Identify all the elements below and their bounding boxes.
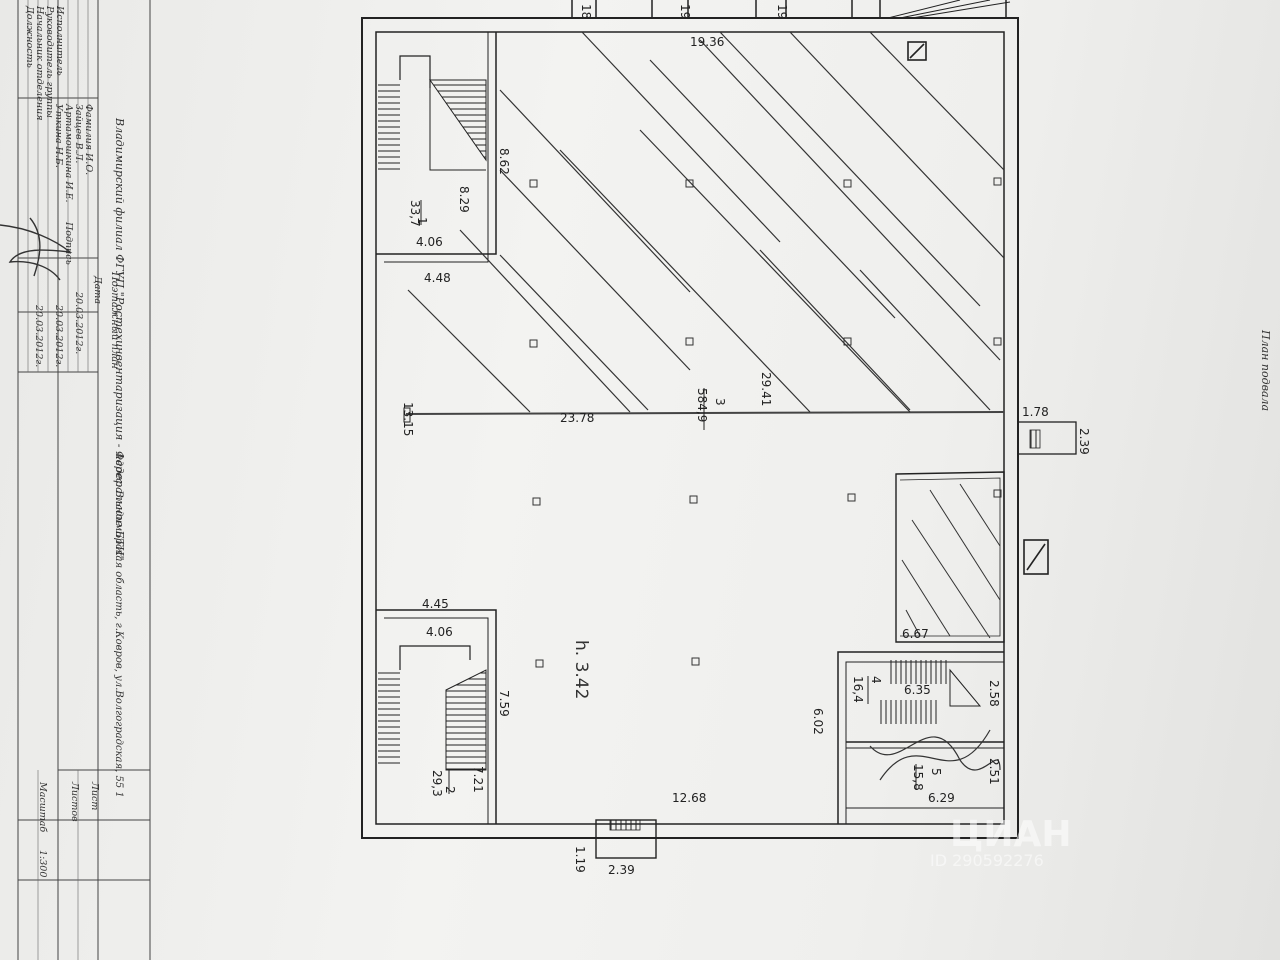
stamp-row1-date: 20.03.2012г. [73, 291, 84, 354]
signature-scribble [0, 217, 73, 281]
dim-7-59: 7.59 [497, 690, 511, 717]
room-3-area: 584,9 [695, 388, 709, 422]
dim-13-15: 13.15 [401, 402, 415, 436]
room-4-stair: 4 16,4 [837, 651, 1004, 824]
room-2-stair: 2 29,3 [376, 609, 497, 824]
room-5-area: 15,8 [911, 764, 925, 791]
dim-top-2: 19 [678, 4, 692, 19]
stamp-header-date: Дата [92, 275, 103, 304]
stamp-plan-type: Поэтажный план [109, 271, 120, 369]
stamp-row2-date: 20.03.2012г. [53, 304, 64, 367]
stamp-row3-position: Исполнитель [54, 5, 65, 76]
room-3-hall: 3 584,9 h. 3.42 [403, 31, 1005, 699]
dim-6-35: 6.35 [904, 683, 931, 697]
dim-23-78: 23.78 [560, 411, 594, 425]
drawing-title: План подвала [1259, 329, 1272, 411]
stamp-row3-name: Уткина Н.Б. [53, 104, 64, 168]
stamp-header-position: Должность [24, 5, 35, 68]
room-1-number: 1 [415, 217, 429, 225]
stamp-header-sign: Подпись [63, 221, 74, 265]
dim-2-51: 2.51 [987, 758, 1001, 785]
dim-6-29: 6.29 [928, 791, 955, 805]
room-3-number: 3 [713, 398, 727, 406]
stamp-address: Адрес: Владимирская область, г.Ковров, у… [113, 451, 124, 798]
room-2-number: 2 [443, 786, 457, 794]
room-4-area: 16,4 [851, 676, 865, 703]
dim-4-45: 4.45 [422, 597, 449, 611]
stamp-row2-name: Артамошкина И.Е. [63, 103, 74, 203]
right-enclosure [895, 421, 1077, 643]
dim-1-19: 1.19 [573, 846, 587, 873]
stamp-organization: Владимирский филиал ФГУП "Ростехинвентар… [113, 117, 126, 561]
bottom-entrance [595, 819, 657, 859]
dim-8-62: 8.62 [497, 148, 511, 175]
room-1-stair: 1 33,7 [376, 32, 497, 263]
dim-7-21: 7.21 [471, 766, 485, 793]
dim-4-06-top: 4.06 [416, 235, 443, 249]
watermark: ЦИАН ID 290592276 [930, 814, 1072, 870]
dim-2-39-bottom: 2.39 [608, 863, 635, 877]
stamp-header-name: Фамилия И.О. [83, 104, 94, 175]
dim-top-3: 19 [775, 4, 789, 19]
stamp-sheets-label: Листов [69, 781, 80, 822]
room-5-number: 5 [929, 768, 943, 776]
dim-4-48: 4.48 [424, 271, 451, 285]
dim-6-67: 6.67 [902, 627, 929, 641]
watermark-id: ID 290592276 [930, 851, 1044, 870]
dim-8-29: 8.29 [457, 186, 471, 213]
dim-1-78: 1.78 [1022, 405, 1049, 419]
stamp-row1-position: Начальник отделения [34, 5, 45, 121]
dim-29-41: 29.41 [759, 372, 773, 406]
watermark-brand: ЦИАН [950, 814, 1072, 855]
room-5: 5 15,8 [846, 729, 1004, 809]
stamp-sheet-label: Лист [89, 781, 100, 810]
stamp-scale-value: 1:300 [37, 850, 48, 877]
title-block: Должность Начальник отделения Руководите… [0, 0, 151, 960]
building-outline [361, 0, 1019, 839]
room-4-number: 4 [869, 676, 883, 684]
room-2-area: 29,3 [430, 770, 444, 797]
dim-4-06-bottom: 4.06 [426, 625, 453, 639]
stamp-row2-position: Руководитель группы [44, 5, 55, 118]
dim-12-68: 12.68 [672, 791, 706, 805]
ceiling-height-note: h. 3.42 [571, 640, 591, 699]
dim-6-02: 6.02 [811, 708, 825, 735]
dimension-labels: 18 19 19 19.36 8.62 8.29 4.06 4.48 13.15… [401, 4, 1091, 877]
stamp-row3-date: 20.03.2012г. [33, 304, 44, 367]
room-1-area: 33,7 [408, 200, 422, 227]
stamp-scale-label: Масштаб [37, 781, 48, 832]
stamp-row1-name: Зайцев В.Л. [73, 104, 84, 163]
dim-2-39-right: 2.39 [1077, 428, 1091, 455]
dim-top-1: 18 [579, 4, 593, 19]
dim-19-36: 19.36 [690, 35, 724, 49]
dim-2-58: 2.58 [987, 680, 1001, 707]
